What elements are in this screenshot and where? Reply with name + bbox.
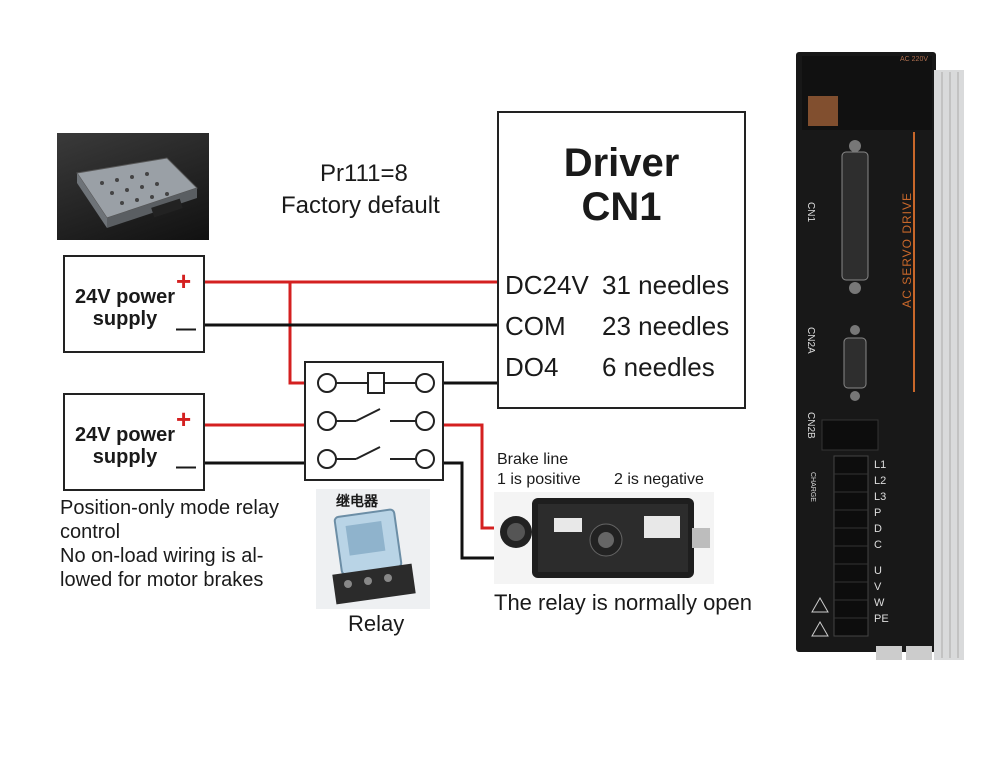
power-supply-1-label-line2: supply [92,308,158,330]
servo-drive-voltage-label: AC 220V [900,56,929,63]
servo-drive-photo: AC 220V AC SERVO DRIVE CN1 CN2A CN2B CHA… [796,52,964,660]
power-supply-2-label: 24V power supply [66,424,184,468]
power-supply-2-minus: — [176,456,196,478]
relay-coil [367,372,385,394]
notes-line-2: control [60,521,121,543]
relay-switch-2 [355,446,381,460]
driver-signal-do4: DO4 [505,352,559,382]
power-supply-1-plus: + [176,266,192,296]
power-supply-1-label: 24V power supply [66,286,184,330]
terminal-pe: PE [874,613,889,625]
driver-pin-do4: 6 needles [602,352,715,382]
brake-negative-wire [440,461,510,560]
parameter-value: Pr111=8 [320,160,408,187]
notes-line-4: lowed for motor brakes [60,569,264,591]
servo-drive-port-cn2a: CN2A [805,327,816,354]
driver-signal-com: COM [505,311,566,341]
notes-line-1: Position-only mode relay [60,497,279,519]
power-supply-1 [63,255,205,353]
servo-drive-charge-label: CHARGE [809,472,816,502]
terminal-v: V [874,581,882,593]
power-supply-1-minus: — [176,318,196,340]
parameter-note: Factory default [281,192,440,219]
driver-pin-dc24v: 31 needles [602,270,730,300]
power-supply-2-label-line2: supply [92,446,158,468]
power-supply-2 [63,393,205,491]
terminal-l1: L1 [874,459,887,471]
servo-drive-terminals: L1 L2 L3 P D C U V W PE [874,457,898,627]
power-supply-2-plus: + [176,404,192,434]
relay-coil-terminal-left [317,373,337,393]
motor-caption: The relay is normally open [494,590,753,615]
relay-photo: 继电器 [316,489,430,609]
brake-negative-label: 2 is negative [614,471,704,488]
terminal-c: C [874,539,882,551]
terminal-d: D [874,523,882,535]
brake-positive-label: 1 is positive [497,471,581,488]
relay-control-notes: Position-only mode relay control No on-l… [60,496,310,592]
power-supply-1-label-line1: 24V power [74,286,176,308]
servo-drive-port-cn2b: CN2B [805,412,816,439]
terminal-w: W [874,597,885,609]
relay-photo-header: 继电器 [336,493,378,509]
servo-drive-port-cn1: CN1 [805,202,816,223]
terminal-u: U [874,565,882,577]
driver-cn1-box [497,111,746,409]
relay-caption: Relay [348,611,405,636]
power-supply-photo [57,133,209,240]
power-supply-2-label-line1: 24V power [74,424,176,446]
driver-signal-dc24v: DC24V [505,270,589,300]
driver-port-title: CN1 [581,185,662,229]
terminal-l3: L3 [874,491,887,503]
relay-switch-1 [355,408,381,422]
driver-title: Driver [563,141,680,185]
relay-coil-terminal-right [415,373,435,393]
servo-motor-photo [494,492,714,584]
driver-pin-com: 23 needles [602,311,730,341]
notes-line-3: No on-load wiring is al- [60,545,264,567]
terminal-p: P [874,507,882,519]
servo-drive-brand: AC SERVO DRIVE [900,192,914,308]
coil-positive-wire [288,282,310,385]
terminal-l2: L2 [874,475,887,487]
brake-line-label: Brake line [497,451,569,468]
